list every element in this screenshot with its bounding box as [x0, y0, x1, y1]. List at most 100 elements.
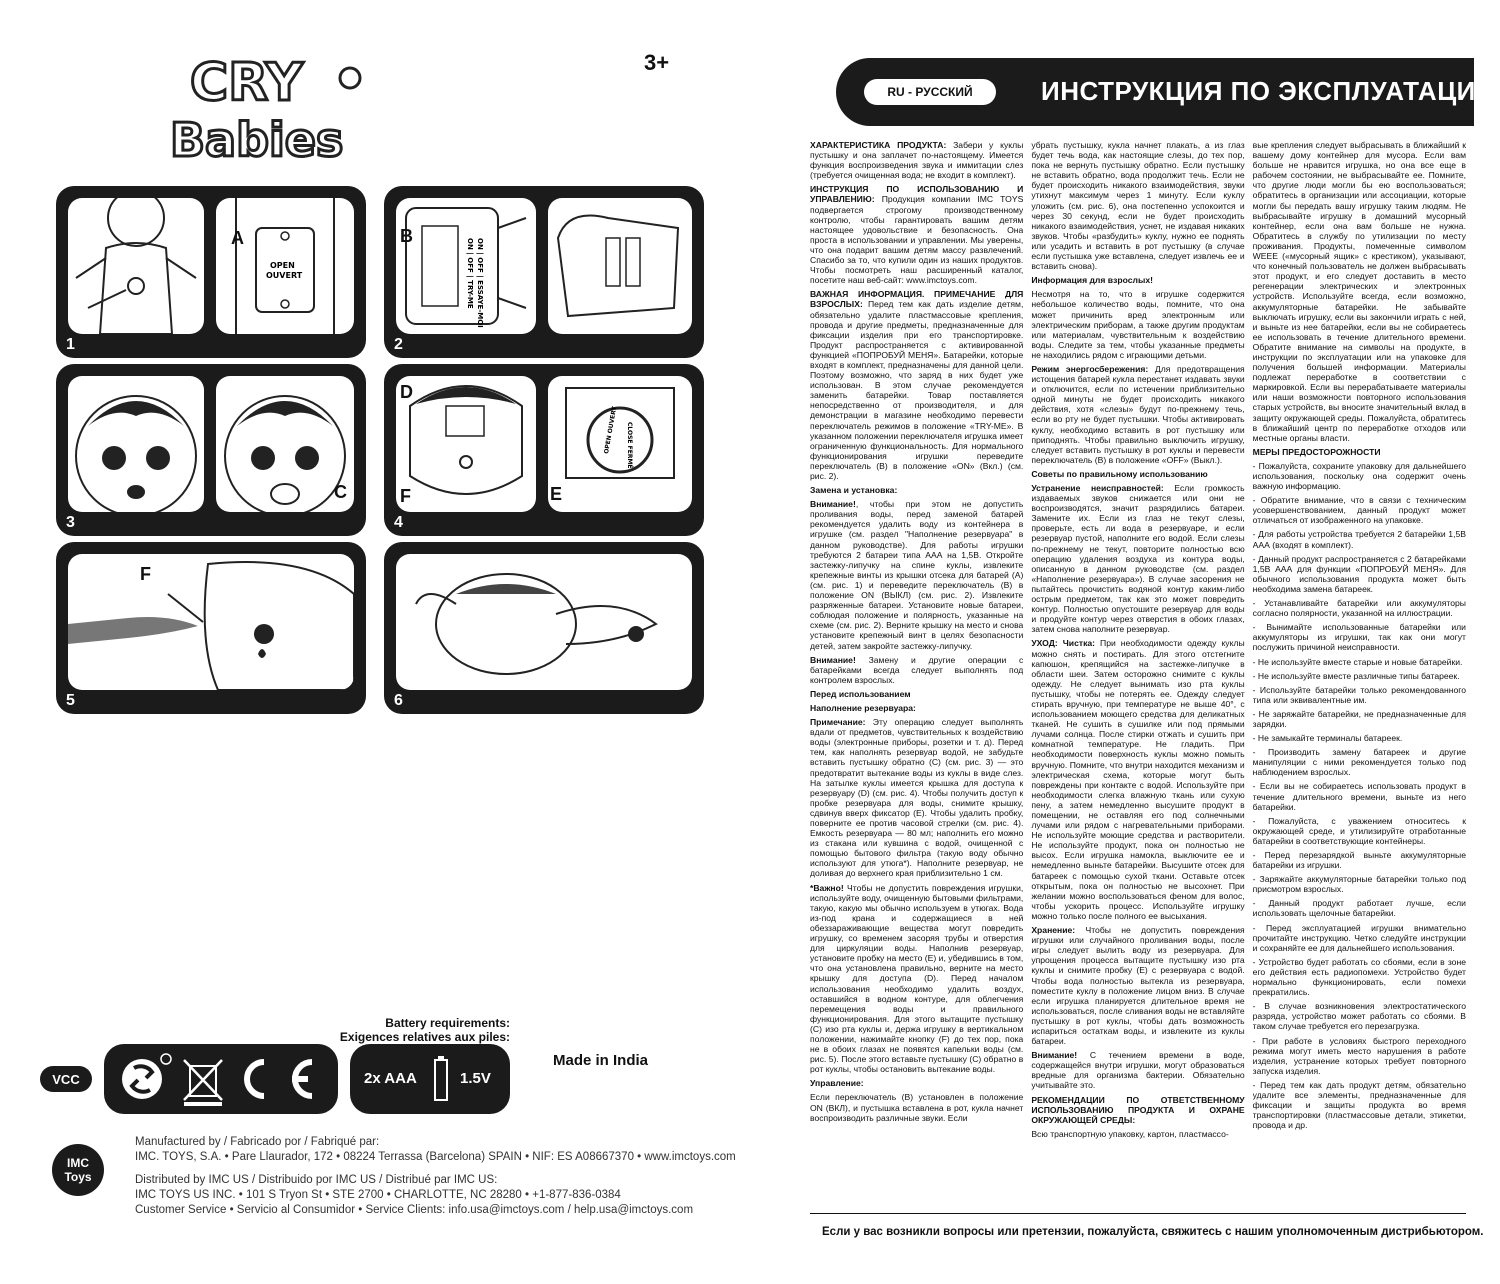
paragraph: убрать пустышку, кукла начнет плакать, а…	[1031, 140, 1244, 271]
paragraph-text: , чтобы при этом не допустить проливания…	[810, 499, 1024, 651]
paragraph: Всю транспортную упаковку, картон, пласт…	[1031, 1129, 1244, 1139]
paragraph-text: Эту операцию следует выполнять вдали от …	[810, 717, 1024, 879]
cry-babies-logo: CRY Babies	[150, 48, 380, 169]
doll-back-illustration	[68, 198, 204, 334]
battery-icon	[434, 1056, 448, 1101]
paragraph-text: - Перед эксплуатацией игрушки внимательн…	[1252, 922, 1466, 953]
label-c: C	[334, 482, 347, 502]
paragraph-heading: Внимание!	[810, 654, 856, 665]
manufacturer-heading: Manufactured by / Fabricado por / Fabriq…	[135, 1136, 380, 1148]
paragraph-text: При необходимости одежду куклы можно сня…	[1031, 638, 1245, 921]
paragraph: Внимание!, чтобы при этом не допустить п…	[810, 499, 1023, 650]
paragraph-heading: ХАРАКТЕРИСТИКА ПРОДУКТА:	[810, 140, 947, 150]
paragraph-text: - Устанавливайте батарейки или аккумулят…	[1252, 598, 1466, 619]
paragraph-text: - Не замыкайте терминалы батареек.	[1252, 733, 1403, 744]
paragraph-text: Несмотря на то, что в игрушке содержится…	[1031, 289, 1245, 360]
ce-mark-icon	[244, 1059, 313, 1099]
paragraph: Перед использованием	[810, 689, 1023, 699]
imc-logo-line2: Toys	[64, 1170, 92, 1184]
paragraph: - Заряжайте аккумуляторные батарейки тол…	[1253, 874, 1466, 894]
battery-title-en: Battery requirements:	[385, 1016, 510, 1030]
paragraph: Замена и установка:	[810, 485, 1023, 495]
paragraph: - Не используйте вместе старые и новые б…	[1253, 657, 1466, 667]
battery-title-fr: Exigences relatives aux piles:	[339, 1030, 510, 1044]
paragraph-text: Чтобы не допустить повреждения игрушки, …	[810, 882, 1024, 1075]
paragraph-text: - Данный продукт работает лучше, если ис…	[1252, 898, 1466, 919]
illustration-panel-3: C 3	[56, 364, 366, 536]
paragraph: Режим энергосбережения: Для предотвращен…	[1031, 364, 1244, 465]
paragraph: Управление:	[810, 1078, 1023, 1088]
paragraph-text: - Перед тем как дать продукт детям, обяз…	[1252, 1079, 1466, 1131]
instruction-columns: ХАРАКТЕРИСТИКА ПРОДУКТА: Забери у куклы …	[810, 140, 1466, 1202]
page-title: ИНСТРУКЦИЯ ПО ЭКСПЛУАТАЦИИ	[1041, 76, 1496, 106]
paragraph: УХОД: Чистка: При необходимости одежду к…	[1031, 638, 1244, 921]
paragraph-text: - Устройство будет работать со сбоями, е…	[1252, 956, 1466, 998]
paragraph-text: - Заряжайте аккумуляторные батарейки тол…	[1252, 874, 1466, 895]
battery-spec-badge: 2x AAA 1.5V	[350, 1044, 510, 1114]
paragraph-heading: Замена и установка:	[810, 485, 898, 496]
paragraph-text: - При работе в условиях быстрого переход…	[1252, 1035, 1466, 1076]
label-f: F	[400, 486, 411, 506]
paragraph-text: - В случае возникновения электростатичес…	[1252, 1001, 1466, 1032]
finger-press-illustration	[68, 554, 354, 690]
paragraph-text: - Пожалуйста, с уважением относитесь к о…	[1252, 815, 1466, 846]
paragraph: - Устанавливайте батарейки или аккумулят…	[1253, 598, 1466, 618]
compliance-marks	[104, 1044, 338, 1114]
paragraph: - Перед эксплуатацией игрушки внимательн…	[1253, 923, 1466, 953]
imc-logo-line1: IMC	[67, 1156, 89, 1170]
paragraph: - Устройство будет работать со сбоями, е…	[1253, 957, 1466, 997]
right-page: RU - РУССКИЙ ИНСТРУКЦИЯ ПО ЭКСПЛУАТАЦИИ …	[780, 0, 1500, 1284]
illustration-panel-6: 6	[384, 542, 704, 714]
green-dot-icon	[122, 1053, 172, 1099]
paragraph-text: - Перед перезарядкой выньте аккумуляторн…	[1252, 850, 1466, 871]
paragraph: Внимание! Замену и другие операции с бат…	[810, 655, 1023, 685]
paragraph: - В случае возникновения электростатичес…	[1253, 1001, 1466, 1031]
paragraph-heading: Внимание!	[1031, 1050, 1078, 1061]
paragraph-text: - Данный продукт распространяется с 2 ба…	[1252, 553, 1466, 594]
paragraph-text: - Пожалуйста, сохраните упаковку для дал…	[1252, 460, 1466, 492]
paragraph: - Перед перезарядкой выньте аккумуляторн…	[1253, 850, 1466, 870]
paragraph-text: Если переключатель (B) установлен в поло…	[810, 1092, 1024, 1123]
paragraph-heading: ИНСТРУКЦИЯ ПО ИСПОЛЬЗОВАНИЮ И УПРАВЛЕНИЮ…	[810, 184, 1024, 205]
battery-count: 2x AAA	[364, 1070, 417, 1087]
paragraph-text: Продукция компании IMC TOYS подвергается…	[810, 194, 1024, 286]
paragraph: - Не заряжайте батарейки, не предназначе…	[1253, 709, 1466, 729]
doll-head-back-illustration	[396, 376, 536, 512]
paragraph: Хранение: Чтобы не допустить повреждения…	[1031, 925, 1244, 1046]
manufacturer-info: Manufactured by / Fabricado por / Fabriq…	[135, 1135, 736, 1218]
paragraph: МЕРЫ ПРЕДОСТОРОЖНОСТИ	[1253, 447, 1466, 457]
paragraph-text: - Производить замену батареек и другие м…	[1252, 747, 1466, 778]
paragraph: Устранение неисправностей: Если громкост…	[1031, 483, 1244, 634]
panel-number: 6	[394, 692, 403, 709]
battery-requirements-title: Battery requirements: Exigences relative…	[330, 1016, 510, 1044]
paragraph-text: - Используйте батарейки только рекомендо…	[1252, 684, 1466, 705]
paragraph-heading: МЕРЫ ПРЕДОСТОРОЖНОСТИ	[1252, 446, 1381, 457]
paragraph-text: убрать пустышку, кукла начнет плакать, а…	[1031, 140, 1245, 272]
logo-line1: CRY	[190, 53, 304, 113]
open-text: OPEN	[270, 261, 295, 270]
paragraph-text: - Не используйте вместе старые и новые б…	[1252, 656, 1463, 667]
paragraph: - Пожалуйста, с уважением относитесь к о…	[1253, 816, 1466, 846]
paragraph-heading: *Важно!	[810, 882, 844, 893]
instructions-header: RU - РУССКИЙ ИНСТРУКЦИЯ ПО ЭКСПЛУАТАЦИИ	[836, 58, 1495, 126]
paragraph: *Важно! Чтобы не допустить повреждения и…	[810, 883, 1023, 1075]
panel-number: 3	[66, 514, 75, 531]
paragraph: РЕКОМЕНДАЦИИ ПО ОТВЕТСТВЕННОМУ ИСПОЛЬЗОВ…	[1031, 1095, 1244, 1125]
made-in-label: Made in India	[553, 1052, 649, 1069]
paragraph-text: Замену и другие операции с батарейками в…	[810, 654, 1024, 685]
doll-lying-down-illustration	[396, 554, 692, 690]
text-column-2: убрать пустышку, кукла начнет плакать, а…	[1031, 140, 1244, 1202]
paragraph: Наполнение резервуара:	[810, 703, 1023, 713]
paragraph: - Производить замену батареек и другие м…	[1253, 747, 1466, 777]
dial-close-text: CLOSE FERMÉ	[626, 422, 634, 469]
paragraph-heading: Наполнение резервуара:	[810, 702, 916, 713]
paragraph: - Данный продукт работает лучше, если ис…	[1253, 898, 1466, 918]
paragraph-heading: Внимание!	[810, 499, 856, 510]
paragraph-heading: Перед использованием	[810, 688, 911, 699]
paragraph: Примечание: Эту операцию следует выполня…	[810, 717, 1023, 879]
paragraph: Информация для взрослых!	[1031, 275, 1244, 285]
paragraph-text: Если громкость издаваемых звуков снижает…	[1031, 483, 1245, 635]
paragraph-heading: РЕКОМЕНДАЦИИ ПО ОТВЕТСТВЕННОМУ ИСПОЛЬЗОВ…	[1031, 1094, 1245, 1125]
